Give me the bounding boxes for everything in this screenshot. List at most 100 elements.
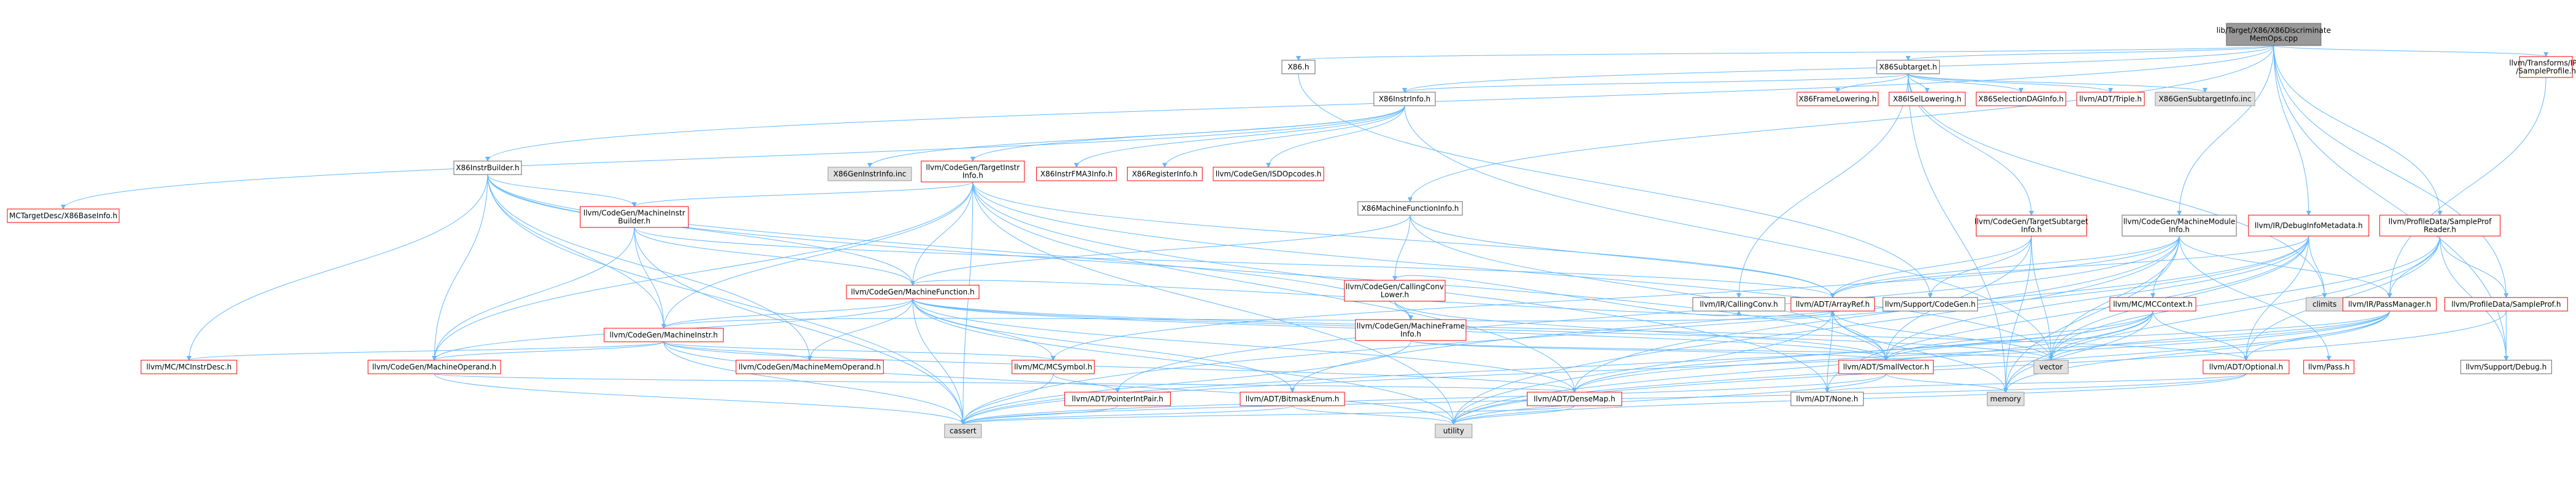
edge-mibuilder-to-machineinstr (634, 227, 666, 329)
edge-machinefunction-to-bitmaskenum (912, 298, 1295, 393)
edge-root-to-subtarget (1905, 45, 2274, 61)
edge-machineinstr-to-machineoperand (432, 341, 665, 361)
edge-mibuilder-to-machinefunction (634, 227, 915, 286)
node-isellowering[interactable]: X86ISelLowering.h (1889, 92, 1966, 106)
edge-targetinstr-to-machineinstr (661, 181, 974, 329)
node-machinefunction[interactable]: llvm/CodeGen/MachineFunction.h (846, 285, 980, 299)
node-selectiondag-box (1975, 92, 2066, 106)
node-subtarget[interactable]: X86Subtarget.h (1876, 60, 1940, 74)
edge-mfi-to-vector (1410, 340, 2053, 361)
edge-mccontext-to-utility (1451, 310, 2153, 425)
edge-instrinfo-to-isdopcodes (1266, 105, 1405, 168)
node-pointerintpair[interactable]: llvm/ADT/PointerIntPair.h (1064, 392, 1171, 406)
node-bitmaskenum[interactable]: llvm/ADT/BitmaskEnum.h (1239, 392, 1345, 406)
edge-machinefuncinfo-to-machinefunction (910, 215, 1411, 286)
edge-machineinstr-to-densemap (663, 341, 1577, 393)
node-sampleprofile[interactable]: llvm/Transforms/IPO/SampleProfile.h (2509, 56, 2576, 78)
node-densemap[interactable]: llvm/ADT/DenseMap.h (1526, 392, 1622, 406)
node-memory: memory (1986, 392, 2024, 406)
node-optional[interactable]: llvm/ADT/Optional.h (2203, 360, 2290, 374)
node-debug-label-0: llvm/Support/Debug.h (2465, 363, 2547, 371)
node-irconv[interactable]: llvm/IR/CallingConv.h (1692, 297, 1786, 312)
node-none-box (1790, 392, 1864, 406)
node-arrayref[interactable]: llvm/ADT/ArrayRef.h (1790, 297, 1875, 312)
node-sampleprof[interactable]: llvm/ProfileData/SampleProf.h (2444, 297, 2568, 312)
node-instrinfo[interactable]: X86InstrInfo.h (1373, 92, 1436, 106)
node-mibuilder-box (580, 206, 689, 228)
node-machinememoperand-box (735, 360, 884, 374)
node-instrbuilder[interactable]: X86InstrBuilder.h (453, 160, 522, 175)
node-framelowering-box (1797, 92, 1879, 106)
node-utility: utility (1435, 424, 1473, 438)
edge-sampleprof-to-utility (1451, 310, 2507, 425)
node-baseinfo-label-0: MCTargetDesc/X86BaseInfo.h (9, 211, 117, 220)
node-instrinfo-label-0: X86InstrInfo.h (1379, 95, 1430, 103)
edge-passmanager-to-cassert (960, 310, 2391, 425)
edge-subtarget-to-framelowering (1835, 73, 1909, 93)
node-vector-box (2033, 360, 2069, 374)
node-mcsymbol[interactable]: llvm/MC/MCSymbol.h (1012, 360, 1095, 374)
node-reginfo-box (1126, 167, 1203, 181)
node-smallvector-label-0: llvm/ADT/SmallVector.h (1843, 363, 1929, 371)
node-isdopcodes[interactable]: llvm/CodeGen/ISDOpcodes.h (1212, 167, 1324, 181)
edge-profreader-to-vector (2048, 235, 2440, 361)
edge-profreader-to-memory (2003, 235, 2440, 393)
edge-callingconv-to-irconv (1394, 275, 1741, 317)
node-isdopcodes-label-0: llvm/CodeGen/ISDOpcodes.h (1216, 170, 1322, 178)
node-passmanager[interactable]: llvm/IR/PassManager.h (2343, 297, 2437, 312)
node-mibuilder-label-1: Builder.h (618, 217, 650, 226)
node-machineoperand[interactable]: llvm/CodeGen/MachineOperand.h (367, 360, 501, 374)
node-baseinfo[interactable]: MCTargetDesc/X86BaseInfo.h (7, 208, 120, 223)
node-debuginfometa[interactable]: llvm/IR/DebugInfoMetadata.h (2248, 215, 2370, 237)
node-root-box (2226, 23, 2322, 46)
edge-machinemoduleinfo-to-utility (1451, 235, 2180, 425)
node-mccontext[interactable]: llvm/MC/MCContext.h (2109, 297, 2196, 312)
edge-machinefunction-to-densemap (912, 298, 1577, 393)
node-climits-label-0: climits (2313, 300, 2336, 309)
edge-machineoperand-to-densemap (434, 373, 1577, 393)
edge-densemap-to-utility (1451, 405, 1575, 425)
node-x86h[interactable]: X86.h (1281, 60, 1316, 74)
node-triple[interactable]: llvm/ADT/Triple.h (2076, 92, 2145, 106)
node-machineinstr[interactable]: llvm/CodeGen/MachineInstr.h (604, 328, 724, 342)
node-selectiondag[interactable]: X86SelectionDAGInfo.h (1975, 92, 2066, 106)
node-passmanager-box (2343, 297, 2437, 312)
edge-machineinstr-to-utility (663, 341, 1456, 425)
node-targetsubtarget-label-0: llvm/CodeGen/TargetSubtarget (1975, 218, 2088, 226)
node-machinefuncinfo-label-0: X86MachineFunctionInfo.h (1361, 204, 1459, 213)
node-supportcodegen[interactable]: llvm/Support/CodeGen.h (1883, 297, 1978, 312)
node-fma3[interactable]: X86InstrFMA3Info.h (1036, 167, 1117, 181)
node-none[interactable]: llvm/ADT/None.h (1790, 392, 1864, 406)
node-mcinstrdesc[interactable]: llvm/MC/MCInstrDesc.h (141, 360, 238, 374)
edge-mibuilder-to-cassert (634, 227, 966, 425)
node-gensubtarget-label-0: X86GenSubtargetInfo.inc (2158, 95, 2251, 103)
edge-densemap-to-cassert (961, 405, 1575, 425)
node-pass[interactable]: llvm/Pass.h (2303, 360, 2355, 374)
node-debug[interactable]: llvm/Support/Debug.h (2460, 360, 2552, 374)
node-machinefuncinfo[interactable]: X86MachineFunctionInfo.h (1357, 201, 1463, 216)
node-triple-label-0: llvm/ADT/Triple.h (2079, 95, 2142, 103)
edge-instrinfo-to-vector (1404, 105, 2054, 361)
node-supportcodegen-box (1883, 297, 1978, 312)
node-targetsubtarget-box (1975, 215, 2087, 237)
node-machinememoperand[interactable]: llvm/CodeGen/MachineMemOperand.h (735, 360, 884, 374)
node-reginfo[interactable]: X86RegisterInfo.h (1126, 167, 1203, 181)
node-instrbuilder-box (453, 160, 522, 175)
edge-subtarget-to-isellowering (1908, 73, 1930, 93)
node-framelowering[interactable]: X86FrameLowering.h (1797, 92, 1879, 106)
edge-mccontext-to-cassert (960, 310, 2153, 425)
node-machinefunction-label-0: llvm/CodeGen/MachineFunction.h (851, 288, 974, 296)
edge-targetinstr-to-mibuilder (631, 181, 974, 207)
node-machinefunction-box (846, 285, 980, 299)
node-smallvector[interactable]: llvm/ADT/SmallVector.h (1838, 360, 1934, 374)
node-bitmaskenum-box (1239, 392, 1345, 406)
node-gensubtarget: X86GenSubtargetInfo.inc (2155, 92, 2255, 106)
edge-passmanager-to-memory (2003, 310, 2391, 393)
